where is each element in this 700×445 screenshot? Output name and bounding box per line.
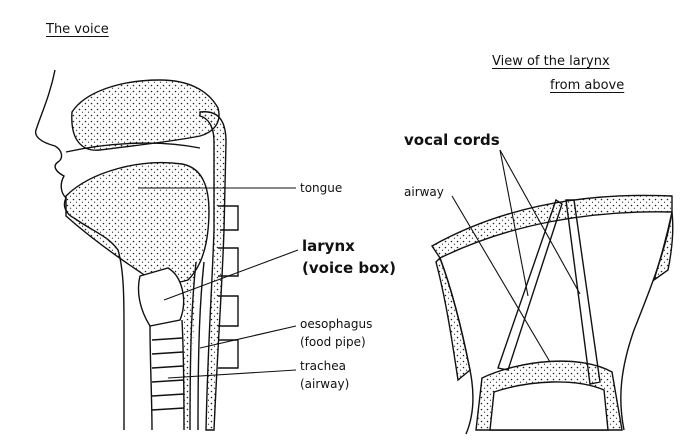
vocal-cord-right <box>565 199 601 385</box>
spine-vertebrae <box>218 205 239 369</box>
nasal-passage <box>71 79 220 151</box>
larynx-leader <box>163 249 299 301</box>
larynx-top-view <box>430 194 674 435</box>
larynx-label: larynx <box>302 237 355 255</box>
airway-label: airway <box>404 185 444 199</box>
trachea-airway-label: (airway) <box>300 377 350 391</box>
trachea-label: trachea <box>300 359 346 373</box>
outer-band <box>430 194 673 259</box>
head-section <box>34 69 239 431</box>
leader-lines-right <box>451 149 581 363</box>
pharynx-wall <box>199 111 227 431</box>
palate <box>65 142 201 153</box>
vocal-cords-leader-2 <box>499 149 581 295</box>
larynx-block <box>137 267 185 327</box>
voice-box-label: (voice box) <box>302 259 396 277</box>
vocal-cord-left <box>497 198 563 371</box>
tongue-label: tongue <box>300 181 343 195</box>
oesophagus-leader <box>199 325 297 349</box>
vocal-cords-leader-1 <box>499 149 529 297</box>
trachea-leader <box>167 369 297 379</box>
tongue-shape <box>65 161 210 284</box>
vocal-cords-label: vocal cords <box>404 131 500 149</box>
oesophagus-label: oesophagus <box>300 317 373 331</box>
larynx-view-title-line1: View of the larynx <box>492 54 610 69</box>
leader-lines-left <box>138 187 299 379</box>
trachea-tube <box>149 319 185 431</box>
trachea-rings <box>151 337 185 411</box>
food-pipe-label: (food pipe) <box>300 335 366 349</box>
larynx-view-title-line2: from above <box>550 78 625 93</box>
airway-leader <box>451 195 551 363</box>
diagram-title: The voice <box>46 22 109 37</box>
